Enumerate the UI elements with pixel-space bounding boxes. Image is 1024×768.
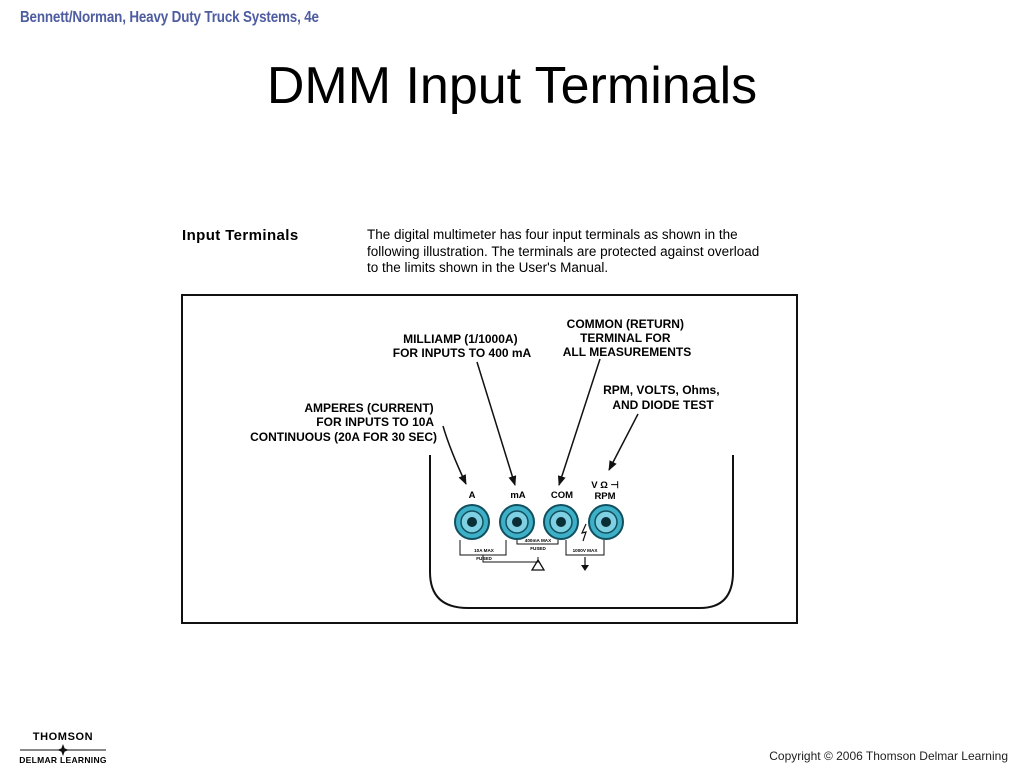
terminal-label-rpm-symbols: V Ω ⊣ bbox=[591, 480, 619, 491]
callout-common-line: TERMINAL FOR bbox=[580, 331, 671, 345]
rating-a-max: 10A MAX bbox=[474, 548, 495, 553]
jack-com bbox=[543, 504, 579, 540]
section-label: Input Terminals bbox=[182, 227, 299, 244]
callout-milliamp: MILLIAMP (1/1000A) FOR INPUTS TO 400 mA bbox=[393, 332, 532, 360]
meter-body-outline bbox=[429, 455, 734, 609]
callout-common: COMMON (RETURN) TERMINAL FOR ALL MEASURE… bbox=[563, 317, 691, 359]
slide-title: DMM Input Terminals bbox=[266, 57, 758, 115]
callout-milliamp-line: MILLIAMP (1/1000A) bbox=[403, 332, 517, 346]
arrow-to-rpm bbox=[608, 413, 639, 471]
arrow-to-com bbox=[557, 358, 601, 486]
intro-line: to the limits shown in the User's Manual… bbox=[367, 260, 609, 275]
terminal-label-com: COM bbox=[551, 490, 573, 501]
callout-common-line: COMMON (RETURN) bbox=[567, 317, 684, 331]
callout-amperes-line: FOR INPUTS TO 10A bbox=[316, 415, 434, 429]
jack-ma bbox=[499, 504, 535, 540]
intro-line: following illustration. The terminals ar… bbox=[367, 243, 760, 259]
bracket-v-max bbox=[565, 540, 605, 556]
ground-icon bbox=[581, 557, 589, 571]
jack-a bbox=[454, 504, 490, 540]
logo-thomson: THOMSON bbox=[32, 731, 94, 743]
callout-rpm-line: RPM, VOLTS, Ohms, bbox=[603, 383, 719, 397]
terminal-label-rpm: RPM bbox=[594, 491, 615, 502]
jack-rpm bbox=[588, 504, 624, 540]
terminal-label-ma: mA bbox=[510, 490, 525, 501]
rating-v-max: 1000V MAX bbox=[573, 548, 599, 553]
intro-paragraph: The digital multimeter has four input te… bbox=[367, 227, 817, 277]
callout-common-line: ALL MEASUREMENTS bbox=[563, 345, 691, 359]
bracket-ma-fused bbox=[516, 540, 559, 545]
copyright-notice: Copyright © 2006 Thomson Delmar Learning bbox=[769, 749, 1008, 763]
callout-rpm-line: AND DIODE TEST bbox=[612, 398, 714, 412]
callout-amperes-line: CONTINUOUS (20A FOR 30 SEC) bbox=[250, 430, 437, 444]
callout-amperes-line: AMPERES (CURRENT) bbox=[304, 401, 433, 415]
rating-a-fused: FUSED bbox=[476, 556, 492, 561]
header-credit: Bennett/Norman, Heavy Duty Truck Systems… bbox=[20, 9, 319, 26]
callout-milliamp-line: FOR INPUTS TO 400 mA bbox=[393, 346, 532, 360]
lightning-icon bbox=[580, 523, 587, 542]
publisher-logo: THOMSON DELMAR LEARNING bbox=[12, 731, 114, 765]
arrow-to-a bbox=[442, 425, 467, 485]
rating-ma-fused: FUSED bbox=[530, 546, 546, 551]
callout-amperes: AMPERES (CURRENT) FOR INPUTS TO 10A CONT… bbox=[250, 401, 437, 444]
logo-delmar: DELMAR LEARNING bbox=[19, 755, 107, 765]
callout-rpm: RPM, VOLTS, Ohms, AND DIODE TEST bbox=[603, 383, 723, 412]
arrow-to-ma bbox=[476, 361, 517, 486]
terminal-label-a: A bbox=[469, 490, 476, 501]
intro-line: The digital multimeter has four input te… bbox=[367, 227, 738, 242]
star-icon bbox=[12, 743, 114, 756]
figure-frame bbox=[181, 294, 798, 624]
warning-triangle-icon bbox=[530, 558, 546, 571]
rating-ma-max: 400mA MAX bbox=[525, 538, 552, 543]
